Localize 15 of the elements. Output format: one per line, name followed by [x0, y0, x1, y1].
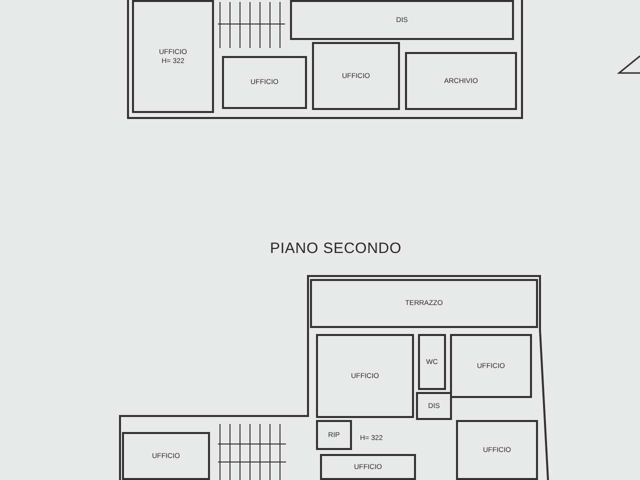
room: [456, 420, 538, 480]
room: [222, 56, 307, 109]
room: [316, 334, 414, 418]
room: [316, 420, 352, 450]
room: [132, 0, 214, 113]
room: [312, 42, 400, 110]
room: [416, 392, 452, 420]
room: [122, 432, 210, 480]
room: [290, 0, 514, 40]
room: [450, 334, 532, 398]
floor-title: PIANO SECONDO: [270, 239, 402, 259]
room: [418, 334, 446, 390]
room: [310, 279, 538, 328]
room: [405, 52, 517, 110]
room: [320, 454, 416, 480]
